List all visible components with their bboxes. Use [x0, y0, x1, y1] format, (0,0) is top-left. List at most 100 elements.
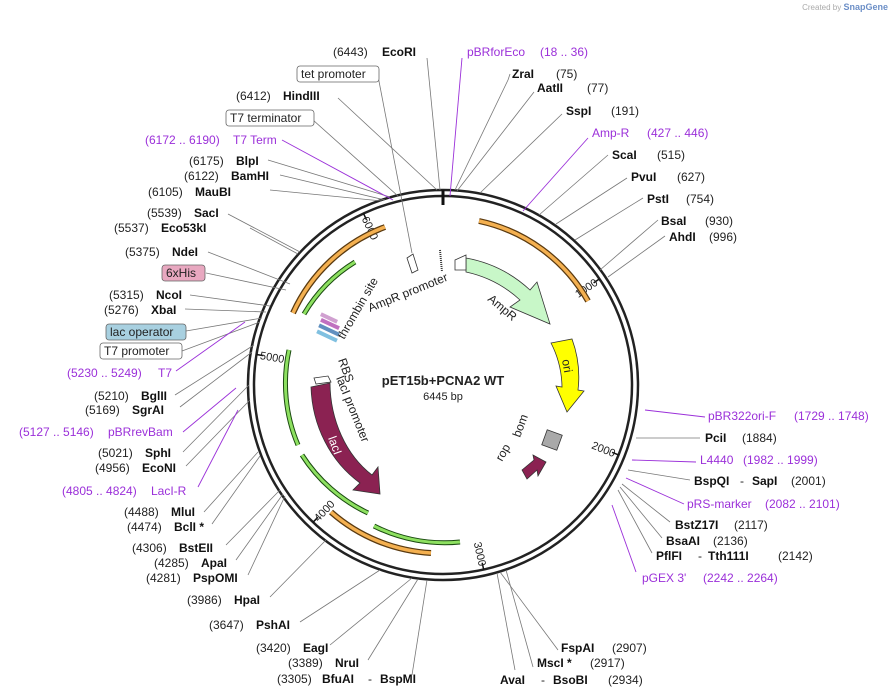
site-pvui[interactable]: PvuI(627): [555, 170, 705, 225]
site-eco53ki[interactable]: (5537)Eco53kI: [114, 221, 299, 255]
site-bspqi-sapi[interactable]: BspQI-SapI(2001): [627, 469, 826, 488]
site-bamhi[interactable]: (6122) BamHI: [184, 169, 386, 201]
svg-text:BamHI: BamHI: [231, 169, 269, 183]
svg-text:pRS-marker: pRS-marker: [687, 497, 752, 511]
laci-feature[interactable]: [310, 382, 381, 495]
site-pspomi[interactable]: (4281)PspOMI: [146, 495, 286, 585]
site-aatii[interactable]: AatII(77): [456, 81, 608, 192]
primer-pbrrevbam[interactable]: (5127 .. 5146) pBRrevBam: [19, 387, 237, 439]
laci-promoter-glyph[interactable]: [313, 375, 332, 385]
svg-text:pBRrevBam: pBRrevBam: [108, 425, 173, 439]
tet-promoter-glyph[interactable]: [406, 253, 419, 274]
svg-text:(2082 .. 2101): (2082 .. 2101): [765, 497, 840, 511]
svg-text:(6122): (6122): [184, 169, 219, 183]
primer-t7[interactable]: (5230 .. 5249)T7: [67, 321, 246, 380]
primer-lacir[interactable]: (4805 .. 4824)LacI-R: [62, 409, 239, 498]
t7-promoter-box[interactable]: T7 promoter: [99, 321, 261, 360]
svg-text:(1729 .. 1748): (1729 .. 1748): [794, 409, 869, 423]
site-ndei[interactable]: (5375)NdeI: [125, 245, 291, 285]
site-ahdi[interactable]: AhdI(996): [607, 230, 737, 278]
primer-prs[interactable]: pRS-marker (2082 .. 2101): [625, 477, 840, 511]
ori-label: ori: [559, 358, 575, 374]
svg-text:MluI: MluI: [171, 505, 195, 519]
svg-text:PspOMI: PspOMI: [193, 571, 238, 585]
svg-text:(4285): (4285): [154, 556, 189, 570]
site-sspi[interactable]: SspI(191): [479, 104, 639, 194]
svg-text:(2934): (2934): [608, 673, 643, 687]
site-eagi[interactable]: (3420)EagI: [256, 577, 413, 655]
site-hpai[interactable]: (3986)HpaI: [187, 539, 327, 607]
t7-terminator-box[interactable]: T7 terminator: [225, 109, 399, 197]
site-apai[interactable]: (4285) ApaI: [154, 493, 284, 570]
primer-pbrforeco[interactable]: pBRforEco(18 .. 36): [449, 45, 588, 197]
site-bsai[interactable]: BsaI(930): [599, 214, 733, 271]
ampr-feature[interactable]: [465, 257, 551, 325]
ruler-tick-1000: [593, 278, 600, 284]
svg-text:(18 .. 36): (18 .. 36): [540, 45, 588, 59]
svg-text:AhdI: AhdI: [669, 230, 696, 244]
svg-text:(5127 .. 5146): (5127 .. 5146): [19, 425, 94, 439]
site-nrui[interactable]: (3389)NruI: [288, 578, 419, 670]
svg-text:(2142): (2142): [778, 549, 813, 563]
svg-text:(5537): (5537): [114, 221, 149, 235]
orange-arc-2: [291, 225, 386, 314]
lac-operator-box[interactable]: lac operator: [105, 317, 263, 341]
site-ncoi[interactable]: (5315)NcoI: [109, 288, 271, 307]
svg-text:T7 terminator: T7 terminator: [230, 111, 301, 125]
svg-text:NruI: NruI: [335, 656, 359, 670]
his6-box[interactable]: 6xHis: [161, 264, 287, 291]
site-hindiii[interactable]: (6412)HindIII: [236, 89, 438, 191]
svg-text:(5539): (5539): [147, 206, 182, 220]
site-bsteii[interactable]: (4306)BstEII: [132, 489, 281, 555]
site-saci[interactable]: (5539)SacI: [147, 206, 301, 253]
primer-l4440[interactable]: L4440(1982 .. 1999): [631, 453, 818, 467]
site-econi[interactable]: (4956)EcoNI: [95, 399, 251, 475]
site-sphi[interactable]: (5021)SphI: [98, 384, 250, 460]
site-bglii[interactable]: (5210)BglII: [94, 344, 255, 403]
site-pflfi-tth111i[interactable]: PflFI-Tth111I(2142): [617, 489, 813, 563]
site-fspai[interactable]: FspAI(2907): [499, 571, 647, 655]
primer-pgex[interactable]: pGEX 3'(2242 .. 2264): [611, 504, 778, 585]
tet-promoter-box[interactable]: tet promoter: [296, 65, 413, 254]
svg-text:(5230 .. 5249): (5230 .. 5249): [67, 366, 142, 380]
ampr-promoter-glyph[interactable]: [454, 254, 467, 271]
rop-feature[interactable]: [521, 454, 547, 480]
site-blpi[interactable]: (6175)BlpI: [189, 154, 391, 198]
svg-text:AatII: AatII: [537, 81, 563, 95]
site-mlui[interactable]: (4488)MluI: [124, 451, 259, 519]
site-sgrai[interactable]: (5169)SgrAI: [85, 351, 253, 417]
right-enzyme-labels: ZraI(75) AatII(77) SspI(191) ScaI(515) P…: [454, 67, 826, 687]
bom-feature[interactable]: [541, 429, 563, 451]
site-bfuai-bspmi[interactable]: (3305)BfuAI-BspMI: [277, 579, 428, 686]
svg-text:ApaI: ApaI: [201, 556, 227, 570]
ruler-tick-5000: [256, 353, 264, 357]
site-xbai[interactable]: (5276)XbaI: [104, 303, 267, 317]
svg-text:EagI: EagI: [303, 641, 328, 655]
site-bsaai[interactable]: BsaAI(2136): [619, 486, 748, 548]
site-zrai[interactable]: ZraI(75): [454, 67, 577, 191]
primer-pbr322ori[interactable]: pBR322ori-F (1729 .. 1748): [644, 409, 869, 423]
svg-text:MscI *: MscI *: [537, 656, 572, 670]
svg-text:BsaI: BsaI: [661, 214, 686, 228]
svg-text:HpaI: HpaI: [234, 593, 260, 607]
site-msci[interactable]: MscI * (2917): [505, 569, 625, 670]
site-bstz17i[interactable]: BstZ17I(2117): [621, 483, 768, 532]
site-pshai[interactable]: (3647)PshAI: [209, 569, 381, 632]
site-scai[interactable]: ScaI(515): [538, 148, 685, 216]
site-pcii[interactable]: PciI(1884): [636, 431, 777, 445]
site-ecori[interactable]: (6443)EcoRI: [333, 45, 441, 191]
ori-feature[interactable]: [550, 338, 585, 413]
primer-ampr[interactable]: Amp-R(427 .. 446): [522, 126, 708, 212]
svg-text:pGEX 3': pGEX 3': [642, 571, 686, 585]
site-bcli[interactable]: (4474)BclI *: [127, 455, 261, 534]
svg-text:(2917): (2917): [590, 656, 625, 670]
site-psti[interactable]: PstI(754): [574, 192, 714, 241]
site-maubi[interactable]: (6105)MauBI: [148, 185, 383, 202]
svg-text:pBR322ori-F: pBR322ori-F: [708, 409, 776, 423]
ruler-label-3000: 3000: [471, 541, 488, 567]
svg-text:(6105): (6105): [148, 185, 183, 199]
site-avai-bsobi[interactable]: AvaI-BsoBI(2934): [496, 572, 643, 687]
svg-text:BglII: BglII: [141, 389, 167, 403]
svg-text:BfuAI: BfuAI: [322, 672, 354, 686]
primer-t7term[interactable]: (6172 .. 6190)T7 Term: [145, 133, 394, 201]
